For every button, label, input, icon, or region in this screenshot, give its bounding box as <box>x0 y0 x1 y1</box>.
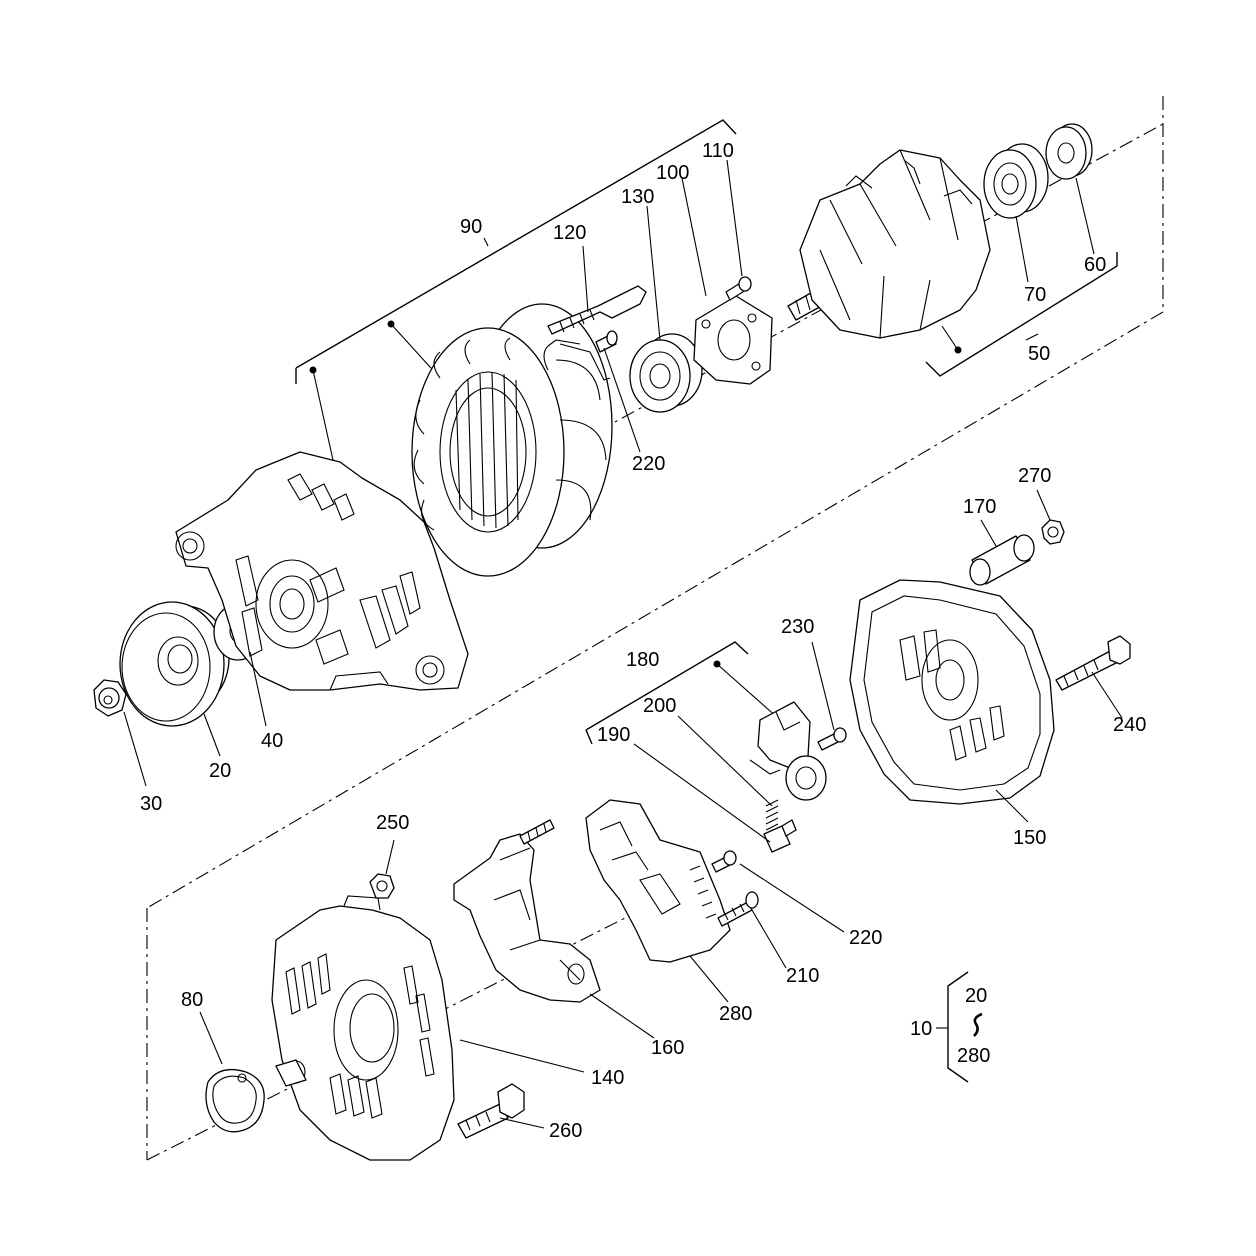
stud-120 <box>547 285 647 335</box>
screw-220-upper <box>595 330 618 353</box>
callout-labels: 90 120 130 100 110 220 70 60 50 270 170 … <box>140 140 1146 1142</box>
nut-30 <box>93 679 127 717</box>
callout-270: 270 <box>1018 465 1051 487</box>
callout-100: 100 <box>656 162 689 184</box>
callout-130: 130 <box>621 186 654 208</box>
callout-260: 260 <box>549 1120 582 1142</box>
range-legend: 10 20 280 <box>910 971 990 1083</box>
callout-180: 180 <box>626 649 659 671</box>
callout-40: 40 <box>261 730 283 752</box>
brush-190 <box>763 819 797 853</box>
drive-end-housing <box>175 451 469 691</box>
callout-50: 50 <box>1028 343 1050 365</box>
leader-lines <box>123 159 1123 1129</box>
screw-210 <box>717 891 759 927</box>
range-legend-from: 20 <box>965 985 987 1007</box>
rectifier-160 <box>453 819 601 1003</box>
bracket-50 <box>925 252 1118 377</box>
bolt-260 <box>457 1083 525 1139</box>
callout-140: 140 <box>591 1067 624 1089</box>
callout-250: 250 <box>376 812 409 834</box>
sleeve-170 <box>969 534 1035 586</box>
brush-holder-180 <box>749 701 827 801</box>
callout-150: 150 <box>1013 827 1046 849</box>
callout-220-lower: 220 <box>849 927 882 949</box>
bearing-130 <box>629 333 703 413</box>
bolt-240 <box>1055 635 1131 691</box>
callout-80: 80 <box>181 989 203 1011</box>
clip-80 <box>205 1068 265 1133</box>
callout-230: 230 <box>781 616 814 638</box>
callout-220-upper: 220 <box>632 453 665 475</box>
callout-200: 200 <box>643 695 676 717</box>
screw-220-lower <box>711 850 737 873</box>
callout-30: 30 <box>140 793 162 815</box>
callout-110: 110 <box>702 140 734 162</box>
callout-20: 20 <box>209 760 231 782</box>
callout-240: 240 <box>1113 714 1146 736</box>
range-legend-assembly: 10 <box>910 1018 932 1040</box>
bearing-70 <box>983 143 1049 219</box>
range-legend-to: 280 <box>957 1045 990 1067</box>
washer-60 <box>1045 123 1093 180</box>
screw-110 <box>725 276 752 301</box>
nut-270 <box>1041 519 1065 545</box>
regulator-280 <box>585 799 731 963</box>
screw-230 <box>817 727 847 751</box>
nut-250 <box>369 873 395 899</box>
callout-280: 280 <box>719 1003 752 1025</box>
cover-150 <box>849 579 1055 805</box>
bracket-180 <box>585 641 779 745</box>
callout-210: 210 <box>786 965 819 987</box>
rotor <box>787 149 991 339</box>
plate-100 <box>693 295 773 385</box>
callout-70: 70 <box>1024 284 1046 306</box>
callout-120: 120 <box>553 222 586 244</box>
stator <box>411 303 613 577</box>
spring-200 <box>765 799 779 831</box>
callout-90: 90 <box>460 216 482 238</box>
callout-60: 60 <box>1084 254 1106 276</box>
callout-190: 190 <box>597 724 630 746</box>
range-legend-separator-icon <box>973 1012 983 1037</box>
callout-170: 170 <box>963 496 996 518</box>
pulley-20 <box>119 601 230 727</box>
callout-160: 160 <box>651 1037 684 1059</box>
rear-housing-140 <box>271 895 455 1161</box>
